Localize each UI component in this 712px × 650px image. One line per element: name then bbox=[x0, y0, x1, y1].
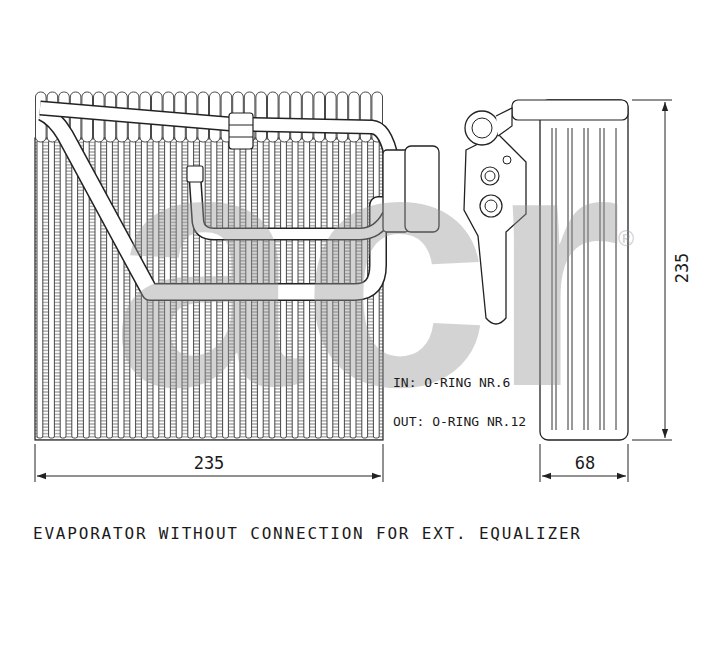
dimension-value: 235 bbox=[194, 453, 225, 473]
watermark-mark: ® bbox=[618, 228, 634, 250]
o-ring-note: OUT: O-RING NR.12 bbox=[393, 414, 526, 430]
core-tube bbox=[72, 140, 78, 438]
core-tube bbox=[49, 140, 55, 438]
core-tube bbox=[107, 140, 113, 438]
core-tube bbox=[37, 140, 43, 438]
core-tube bbox=[60, 140, 66, 438]
o-ring-note: IN: O-RING NR.6 bbox=[393, 375, 510, 391]
dimension-value: 68 bbox=[575, 453, 595, 473]
watermark: acr bbox=[112, 97, 623, 437]
caption: EVAPORATOR WITHOUT CONNECTION FOR EXT. E… bbox=[33, 524, 582, 543]
dimension-value: 235 bbox=[672, 253, 692, 284]
